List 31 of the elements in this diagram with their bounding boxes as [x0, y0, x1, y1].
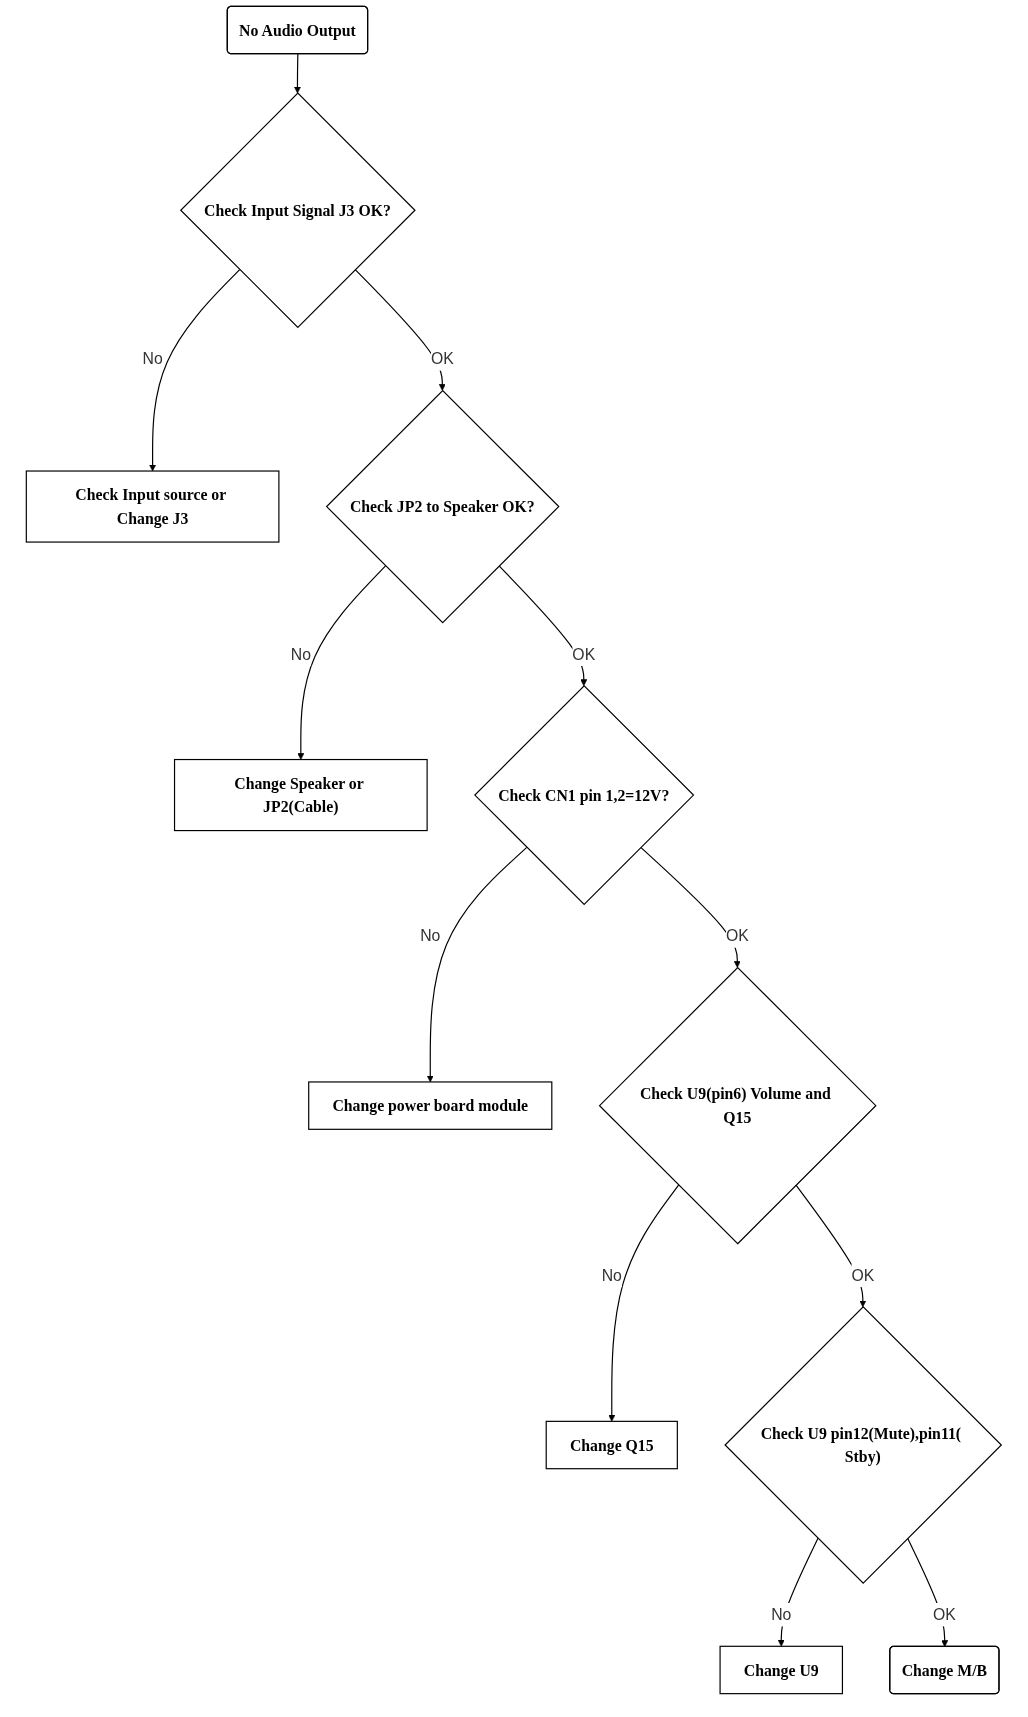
arrow: [795, 1184, 867, 1308]
arrow: [608, 1184, 680, 1422]
edge-label: No: [142, 350, 163, 368]
node-diamond: Check U9(pin6) Volume and Q15: [598, 966, 877, 1245]
edge-label: No: [290, 645, 312, 663]
edge-label: No: [420, 927, 441, 945]
arrow: [294, 53, 302, 94]
arrow: [297, 565, 387, 760]
edge-label: OK: [851, 1266, 875, 1285]
arrow: [498, 565, 588, 687]
arrow: [354, 268, 446, 391]
edge-label: No: [771, 1606, 792, 1624]
arrow: [907, 1537, 949, 1647]
edge-label: OK: [933, 1606, 956, 1624]
edge-label: OK: [572, 645, 596, 663]
arrow: [426, 846, 528, 1083]
arrow: [149, 268, 241, 472]
node-box: Change power board module: [308, 1081, 553, 1130]
node-box: Change Q15: [545, 1420, 679, 1470]
node-box: Change Speaker or JP2(Cable): [174, 758, 428, 832]
arrow: [777, 1537, 819, 1647]
arrow: [640, 846, 741, 968]
node-box: Change U9: [719, 1645, 844, 1695]
edge-label: No: [601, 1266, 623, 1285]
node-diamond: Check CN1 pin 1,2=12V?: [474, 684, 695, 906]
edge-label: OK: [726, 927, 749, 945]
node-diamond: Check Input Signal J3 OK?: [180, 92, 416, 329]
node-diamond: Check JP2 to Speaker OK?: [325, 389, 560, 624]
edge-label: OK: [431, 350, 454, 368]
node-diamond: Check U9 pin12(Mute),pin11( Stby): [724, 1306, 1003, 1584]
node-box: Check Input source or Change J3: [25, 470, 280, 543]
